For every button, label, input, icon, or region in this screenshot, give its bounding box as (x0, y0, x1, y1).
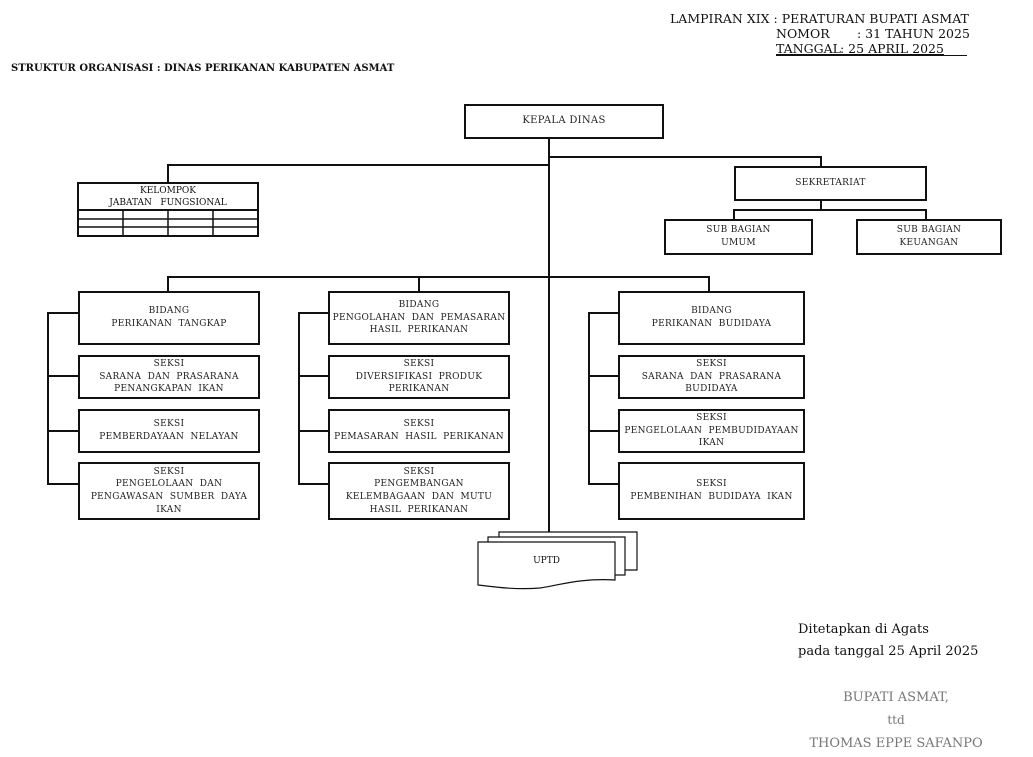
seksi-line: HASIL PERIKANAN (369, 504, 469, 515)
seksi-line: PENGAWASAN SUMBER DAYA (90, 492, 248, 502)
uptd-doc-front (477, 541, 616, 590)
seksi-line: BUDIDAYA (685, 384, 738, 395)
seksi-sarana-tangkap-box[interactable]: SEKSI SARANA DAN PRASARANA PENANGKAPAN I… (78, 355, 260, 399)
signature-name: THOMAS EPPE SAFANPO (809, 736, 983, 751)
lampiran-label: LAMPIRAN XIX : PERATURAN BUPATI ASMAT (670, 11, 969, 26)
seksi-line: PEMASARAN HASIL PERIKANAN (334, 432, 504, 442)
seksi-line: SEKSI (153, 419, 185, 430)
tangkap-bracket (47, 312, 78, 485)
seksi-pemasaran-box[interactable]: SEKSI PEMASARAN HASIL PERIKANAN (328, 409, 510, 453)
bidang-budidaya-line: BIDANG (691, 306, 732, 317)
seksi-pengelolaan-pembudidayaan-box[interactable]: SEKSI PENGELOLAAN PEMBUDIDAYAAN IKAN (618, 409, 805, 453)
seksi-line: PENANGKAPAN IKAN (114, 384, 224, 395)
subbag-umum-line2: UMUM (721, 238, 756, 248)
seksi-line: SEKSI (696, 413, 727, 424)
bidang-pengolahan-line: HASIL PERIKANAN (369, 325, 469, 336)
seksi-line: PEMBENIHAN BUDIDAYA IKAN (630, 492, 793, 502)
tanggal-underline-gap (776, 55, 967, 56)
subbag-umum-line1: SUB BAGIAN (706, 225, 771, 236)
seksi-line: SEKSI (403, 419, 435, 430)
seksi-sarana-budidaya-box[interactable]: SEKSI SARANA DAN PRASARANA BUDIDAYA (618, 355, 805, 399)
page-title: STRUKTUR ORGANISASI : DINAS PERIKANAN KA… (11, 63, 395, 74)
kelompok-connector (167, 164, 549, 183)
subbag-keuangan-line1: SUB BAGIAN (896, 225, 962, 236)
subbag-connector (733, 209, 927, 219)
signature-date: pada tanggal 25 April 2025 (798, 644, 979, 659)
bidang-bus (167, 276, 710, 291)
seksi-line: PENGELOLAAN PEMBUDIDAYAAN (624, 425, 799, 436)
seksi-line: SEKSI (153, 466, 185, 477)
budidaya-bracket (588, 312, 618, 485)
subbag-keuangan-box[interactable]: SUB BAGIAN KEUANGAN (856, 219, 1002, 255)
seksi-pengelolaan-sda-box[interactable]: SEKSI PENGELOLAAN DAN PENGAWASAN SUMBER … (78, 462, 260, 520)
seksi-line: PENGEMBANGAN (374, 479, 464, 490)
bidang-pengolahan-line: PENGOLAHAN DAN PEMASARAN (332, 312, 506, 323)
seksi-pemberdayaan-box[interactable]: SEKSI PEMBERDAYAAN NELAYAN (78, 409, 260, 453)
pengolahan-bracket (298, 312, 328, 485)
kelompok-line2: JABATAN FUNGSIONAL (109, 197, 227, 208)
seksi-line: PENGELOLAAN DAN (115, 479, 223, 490)
sekretariat-box[interactable]: SEKRETARIAT (734, 166, 927, 201)
kepala-dinas-box[interactable]: KEPALA DINAS (464, 104, 664, 139)
seksi-line: SEKSI (403, 466, 435, 477)
kepala-dinas-label: KEPALA DINAS (522, 115, 606, 127)
seksi-line: SARANA DAN PRASARANA (99, 371, 239, 382)
subbag-keuangan-line2: KEUANGAN (899, 238, 959, 248)
seksi-pembenihan-box[interactable]: SEKSI PEMBENIHAN BUDIDAYA IKAN (618, 462, 805, 520)
sekretariat-connector (549, 156, 822, 166)
kelompok-line1: KELOMPOK (139, 185, 197, 196)
kelompok-box[interactable]: KELOMPOK JABATAN FUNGSIONAL (80, 184, 256, 209)
tanggal-value: : 25 APRIL 2025 (840, 41, 944, 56)
seksi-line: SEKSI (696, 359, 727, 370)
seksi-line: IKAN (698, 438, 725, 449)
signature-place: Ditetapkan di Agats (798, 622, 929, 637)
bidang-tangkap-line: PERIKANAN TANGKAP (111, 319, 227, 329)
seksi-line: IKAN (156, 504, 182, 515)
tanggal-label: TANGGAL (776, 41, 841, 56)
seksi-pengembangan-box[interactable]: SEKSI PENGEMBANGAN KELEMBAGAAN DAN MUTU … (328, 462, 510, 520)
seksi-line: PERIKANAN (388, 384, 450, 395)
seksi-line: SEKSI (696, 479, 727, 490)
seksi-line: SEKSI (153, 359, 185, 370)
seksi-line: KELEMBAGAAN DAN MUTU (345, 492, 493, 502)
seksi-line: SARANA DAN PRASARANA (641, 371, 782, 382)
uptd-label[interactable]: UPTD (533, 556, 560, 566)
bidang-pengolahan-line: BIDANG (398, 300, 440, 311)
bidang-tangkap-line: BIDANG (148, 306, 190, 317)
seksi-line: SEKSI (403, 359, 435, 370)
seksi-line: PEMBERDAYAAN NELAYAN (99, 432, 239, 442)
nomor-label: NOMOR (776, 26, 830, 41)
bidang-budidaya-box[interactable]: BIDANG PERIKANAN BUDIDAYA (618, 291, 805, 345)
seksi-line: DIVERSIFIKASI PRODUK (355, 371, 483, 382)
seksi-diversifikasi-box[interactable]: SEKSI DIVERSIFIKASI PRODUK PERIKANAN (328, 355, 510, 399)
subbag-umum-box[interactable]: SUB BAGIAN UMUM (664, 219, 813, 255)
bidang-pengolahan-box[interactable]: BIDANG PENGOLAHAN DAN PEMASARAN HASIL PE… (328, 291, 510, 345)
uptd-stack (477, 531, 638, 590)
bidang-tangkap-box[interactable]: BIDANG PERIKANAN TANGKAP (78, 291, 260, 345)
sekretariat-label: SEKRETARIAT (795, 178, 866, 189)
bidang-budidaya-line: PERIKANAN BUDIDAYA (651, 319, 772, 329)
signature-ttd: ttd (887, 713, 905, 727)
nomor-value: : 31 TAHUN 2025 (857, 26, 970, 41)
signature-position: BUPATI ASMAT, (843, 690, 949, 705)
